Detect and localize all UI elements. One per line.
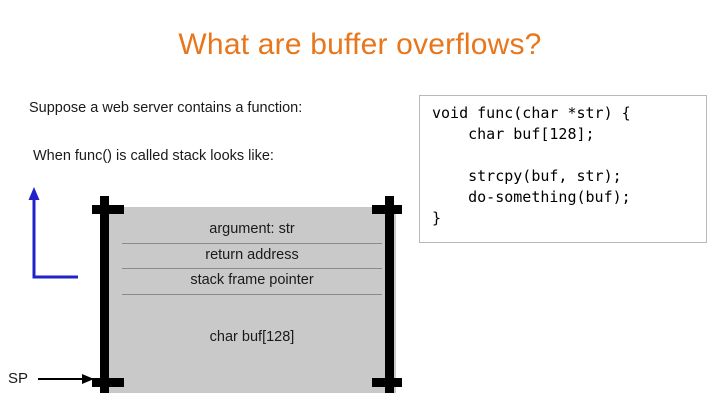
stack-row-frame-pointer: stack frame pointer <box>190 272 314 288</box>
stack-row-divider-1 <box>122 243 382 244</box>
stack-frame-left-bar <box>100 196 109 393</box>
intro-text-line-1: Suppose a web server contains a function… <box>29 100 303 116</box>
growth-direction-arrow-icon <box>28 187 78 279</box>
stack-row-divider-2 <box>122 268 382 269</box>
stack-frame-top-left-bar <box>92 205 124 214</box>
page-title: What are buffer overflows? <box>178 28 542 61</box>
code-snippet: void func(char *str) { char buf[128]; st… <box>432 104 631 227</box>
stack-frame-bottom-right-bar <box>372 378 402 387</box>
code-box: void func(char *str) { char buf[128]; st… <box>419 95 707 243</box>
stack-row-divider-3 <box>122 294 382 295</box>
stack-row-buffer: char buf[128] <box>209 329 295 345</box>
intro-text-line-2: When func() is called stack looks like: <box>33 148 274 164</box>
stack-frame-body <box>108 207 396 393</box>
stack-frame-right-bar <box>385 196 394 393</box>
stack-pointer-arrow-icon <box>38 374 94 384</box>
stack-pointer-label: SP <box>8 370 29 387</box>
stack-row-return-address: return address <box>205 247 299 263</box>
stack-frame-bottom-left-bar <box>92 378 124 387</box>
stack-row-argument: argument: str <box>209 221 295 237</box>
stack-frame-top-right-bar <box>372 205 402 214</box>
